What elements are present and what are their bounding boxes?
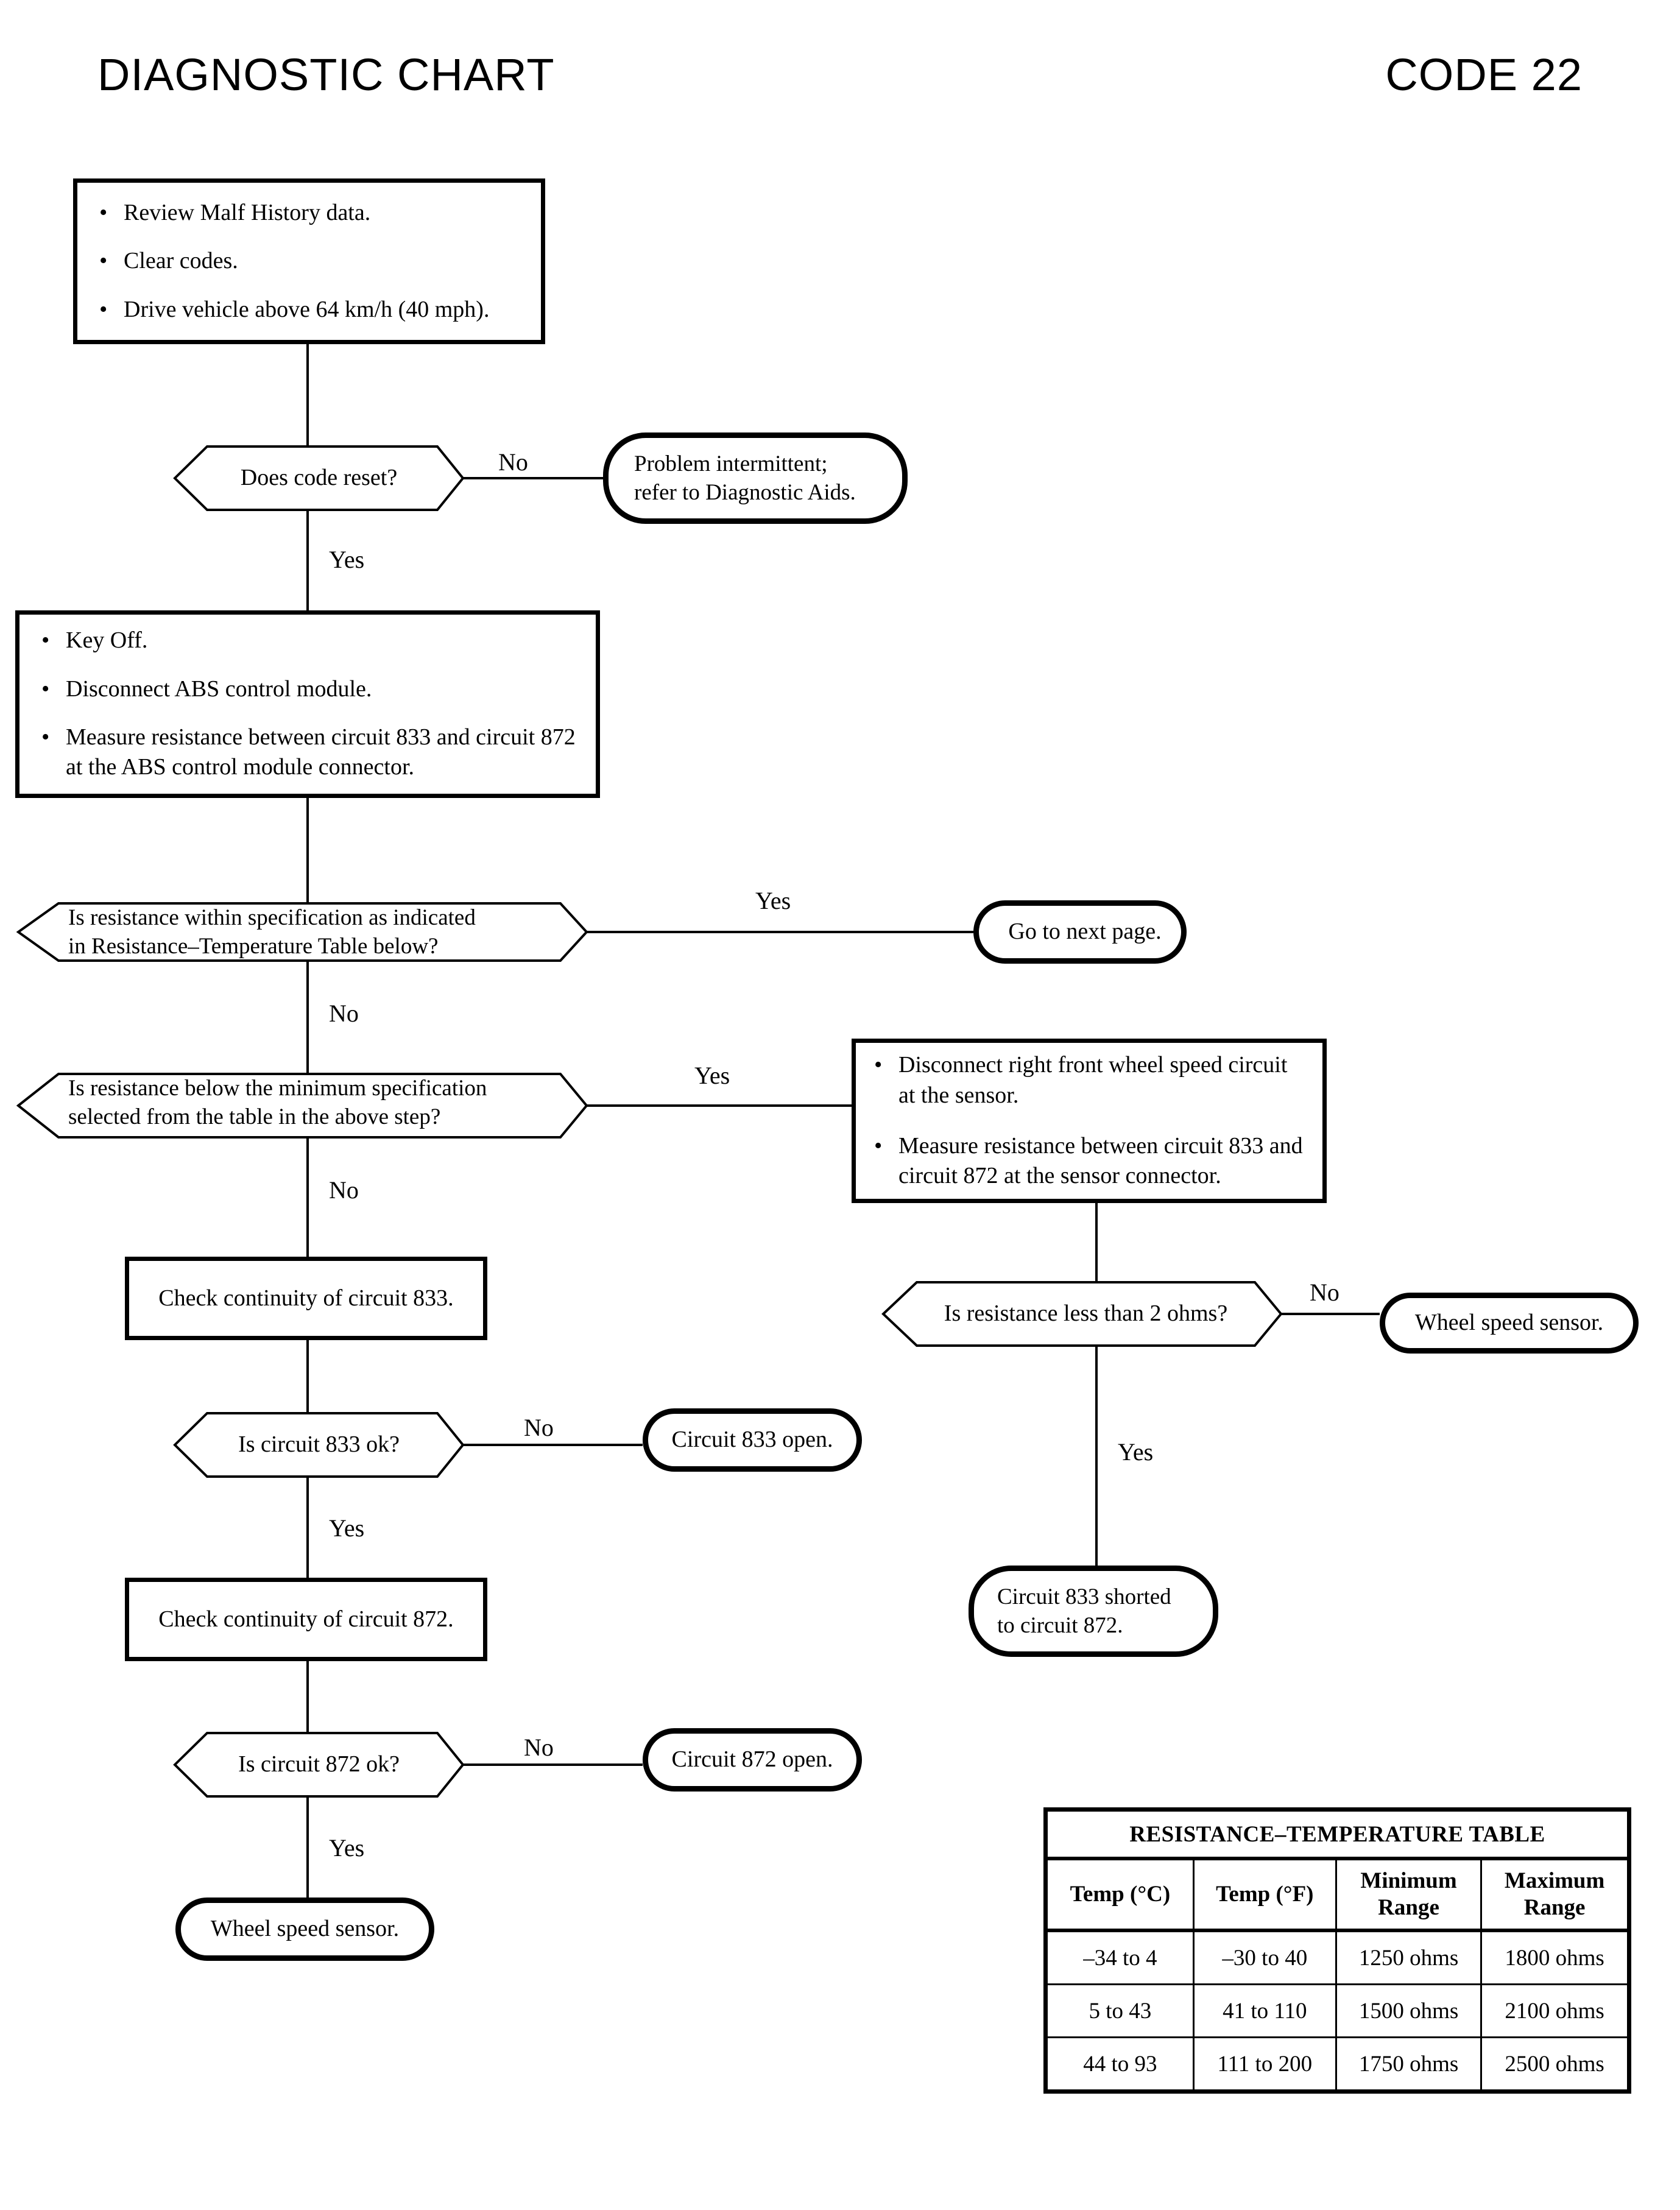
page-title: DIAGNOSTIC CHART bbox=[97, 49, 555, 100]
edge-label-yes-1: Yes bbox=[329, 546, 365, 573]
bullet-icon: • bbox=[99, 296, 108, 322]
decision-shape-resistance-below-min bbox=[16, 1073, 588, 1139]
bullet-icon: • bbox=[41, 724, 50, 750]
cell-temp-f: –30 to 40 bbox=[1192, 1929, 1337, 1985]
edge-label-yes-833: Yes bbox=[329, 1514, 365, 1542]
edge-label-no-3: No bbox=[329, 1176, 359, 1204]
table-row: –34 to 4 –30 to 40 1250 ohms 1800 ohms bbox=[1045, 1929, 1630, 1985]
column-header-maximum-range: Maximum Range bbox=[1480, 1857, 1630, 1932]
bullet-icon: • bbox=[41, 627, 50, 654]
list-item: • Measure resistance between circuit 833… bbox=[870, 1131, 1308, 1191]
terminal-circuit-833-open: Circuit 833 open. bbox=[643, 1408, 862, 1472]
resistance-temperature-table: RESISTANCE–TEMPERATURE TABLE Temp (°C) T… bbox=[1043, 1807, 1631, 2094]
cell-temp-c: 44 to 93 bbox=[1045, 2036, 1195, 2092]
edge-label-no-2ohms: No bbox=[1310, 1279, 1339, 1306]
step-disconnect-abs-module: • Key Off. • Disconnect ABS control modu… bbox=[15, 610, 600, 798]
cell-max-range: 1800 ohms bbox=[1480, 1929, 1630, 1985]
step-check-continuity-872: Check continuity of circuit 872. bbox=[125, 1578, 487, 1661]
decision-shape-resistance-in-spec bbox=[16, 902, 588, 962]
step-disconnect-wheel-speed-circuit: • Disconnect right front wheel speed cir… bbox=[852, 1039, 1327, 1203]
terminal-problem-intermittent: Problem intermittent; refer to Diagnosti… bbox=[603, 432, 908, 524]
list-item: • Clear codes. bbox=[96, 246, 525, 276]
list-item: • Drive vehicle above 64 km/h (40 mph). bbox=[96, 295, 525, 325]
table-header-row: Temp (°C) Temp (°F) Minimum Range Maximu… bbox=[1045, 1857, 1630, 1932]
edge-label-no-833: No bbox=[524, 1414, 554, 1441]
decision-shape-circuit-833-ok bbox=[173, 1412, 465, 1478]
cell-min-range: 1750 ohms bbox=[1335, 2036, 1483, 2092]
edge-label-no-2: No bbox=[329, 1000, 359, 1027]
list-item: • Review Malf History data. bbox=[96, 198, 525, 228]
terminal-circuit-833-shorted: Circuit 833 shorted to circuit 872. bbox=[969, 1566, 1218, 1657]
column-header-minimum-range: Minimum Range bbox=[1335, 1857, 1483, 1932]
decision-resistance-in-spec-label: Is resistance within specification as in… bbox=[68, 905, 476, 959]
cell-temp-f: 41 to 110 bbox=[1192, 1983, 1337, 2038]
decision-less-than-2-ohms-label: Is resistance less than 2 ohms? bbox=[944, 1301, 1228, 1327]
cell-temp-c: –34 to 4 bbox=[1045, 1929, 1195, 1985]
cell-temp-f: 111 to 200 bbox=[1192, 2036, 1337, 2092]
bullet-icon: • bbox=[874, 1052, 883, 1078]
cell-temp-c: 5 to 43 bbox=[1045, 1983, 1195, 2038]
edge-label-yes-3: Yes bbox=[694, 1062, 730, 1089]
cell-min-range: 1250 ohms bbox=[1335, 1929, 1483, 1985]
edge-label-yes-2: Yes bbox=[755, 887, 791, 914]
terminal-wheel-speed-sensor-right: Wheel speed sensor. bbox=[1380, 1293, 1639, 1354]
terminal-go-to-next-page: Go to next page. bbox=[973, 900, 1187, 964]
bullet-icon: • bbox=[874, 1133, 883, 1159]
list-item: • Disconnect ABS control module. bbox=[38, 674, 580, 704]
edge-label-no-872: No bbox=[524, 1734, 554, 1761]
cell-max-range: 2100 ohms bbox=[1480, 1983, 1630, 2038]
decision-resistance-below-min-label: Is resistance below the minimum specific… bbox=[68, 1075, 487, 1129]
decision-shape-less-than-2-ohms bbox=[881, 1281, 1283, 1347]
list-item: • Key Off. bbox=[38, 626, 580, 655]
list-item: • Disconnect right front wheel speed cir… bbox=[870, 1050, 1308, 1110]
decision-circuit-872-ok-label: Is circuit 872 ok? bbox=[238, 1751, 400, 1778]
edge-label-yes-2ohms: Yes bbox=[1118, 1438, 1154, 1466]
decision-code-reset-label: Does code reset? bbox=[240, 465, 398, 491]
table-row: 44 to 93 111 to 200 1750 ohms 2500 ohms bbox=[1045, 2036, 1630, 2092]
edge-label-no-1: No bbox=[498, 448, 528, 476]
table-row: 5 to 43 41 to 110 1500 ohms 2100 ohms bbox=[1045, 1983, 1630, 2038]
decision-shape-code-reset bbox=[173, 445, 465, 511]
cell-max-range: 2500 ohms bbox=[1480, 2036, 1630, 2092]
decision-circuit-833-ok-label: Is circuit 833 ok? bbox=[238, 1432, 400, 1458]
edge-label-yes-872: Yes bbox=[329, 1834, 365, 1862]
cell-min-range: 1500 ohms bbox=[1335, 1983, 1483, 2038]
table-title: RESISTANCE–TEMPERATURE TABLE bbox=[1045, 1809, 1629, 1860]
bullet-icon: • bbox=[99, 199, 108, 225]
terminal-circuit-872-open: Circuit 872 open. bbox=[643, 1728, 862, 1792]
decision-shape-circuit-872-ok bbox=[173, 1732, 465, 1798]
table-title-row: RESISTANCE–TEMPERATURE TABLE bbox=[1045, 1809, 1629, 1860]
code-label: CODE 22 bbox=[1385, 49, 1583, 100]
column-header-temp-f: Temp (°F) bbox=[1192, 1857, 1337, 1932]
step-check-continuity-833: Check continuity of circuit 833. bbox=[125, 1257, 487, 1340]
terminal-wheel-speed-sensor-bottom: Wheel speed sensor. bbox=[175, 1898, 434, 1961]
column-header-temp-c: Temp (°C) bbox=[1045, 1857, 1195, 1932]
step-review-malf-history: • Review Malf History data. • Clear code… bbox=[73, 178, 545, 344]
bullet-icon: • bbox=[99, 248, 108, 274]
bullet-icon: • bbox=[41, 676, 50, 702]
list-item: • Measure resistance between circuit 833… bbox=[38, 722, 580, 783]
